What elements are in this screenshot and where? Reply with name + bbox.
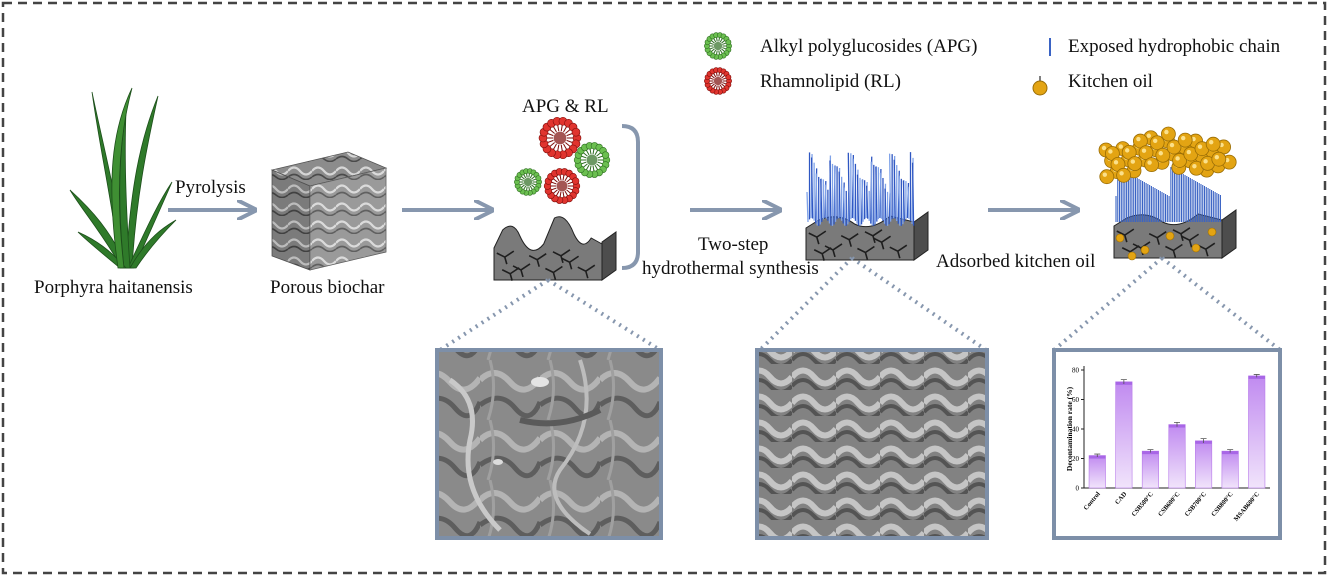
y-tick-label: 60	[1072, 396, 1080, 404]
rl-legend-icon	[704, 67, 732, 95]
error-bar	[1120, 379, 1127, 385]
sem-image-biochar	[435, 348, 663, 540]
modified-biochar-block	[805, 152, 929, 261]
bar-csb500-c	[1141, 450, 1159, 489]
bar-cap	[1221, 451, 1239, 455]
legend-rl-label: Rhamnolipid (RL)	[760, 71, 901, 92]
porous-biochar-cube	[270, 151, 388, 271]
error-bar	[1227, 449, 1234, 453]
bracket	[621, 124, 640, 270]
bar-cap	[1089, 455, 1106, 459]
bar-msab600-c	[1248, 375, 1266, 489]
y-tick-label: 20	[1072, 455, 1080, 463]
y-axis-label: Decontamination rate (%)	[1065, 386, 1074, 471]
y-tick-label: 0	[1076, 485, 1080, 493]
apg-rl-micelle-cluster	[514, 116, 611, 204]
legend-oil-label: Kitchen oil	[1068, 71, 1153, 92]
legend-apg-label: Alkyl polyglucosides (APG)	[760, 36, 978, 57]
error-bar	[1253, 374, 1260, 378]
bar-csb700-c	[1195, 440, 1213, 489]
pyrolysis-label: Pyrolysis	[175, 177, 246, 198]
bar-cap	[1142, 451, 1159, 455]
error-bar	[1147, 449, 1154, 453]
porphyra-plant-illustration	[69, 87, 177, 269]
error-bar	[1094, 453, 1101, 458]
error-bar	[1200, 438, 1207, 444]
y-tick-label: 80	[1072, 367, 1080, 375]
y-tick-label: 40	[1072, 426, 1080, 434]
adsorbed-oil-label: Adsorbed kitchen oil	[936, 251, 1096, 272]
bar-csb800-c	[1221, 450, 1239, 489]
callout-lines	[438, 256, 1282, 352]
bar-cad	[1115, 381, 1133, 489]
two-step-label: Two-step	[698, 234, 769, 255]
bar-control	[1088, 455, 1106, 489]
hydrothermal-label: hydrothermal synthesis	[642, 258, 819, 279]
bar-csb600-c	[1168, 424, 1186, 489]
plant-label: Porphyra haitanensis	[34, 277, 193, 298]
apg-rl-label: APG & RL	[522, 96, 609, 117]
apg-legend-icon	[704, 32, 732, 60]
oil-adsorbed-biochar-block	[1098, 126, 1237, 261]
bar-cap	[1248, 375, 1265, 379]
error-bar	[1174, 421, 1180, 427]
legend-chain-label: Exposed hydrophobic chain	[1068, 36, 1281, 57]
biochar-label: Porous biochar	[270, 277, 385, 298]
sem-image-modified-biochar	[755, 348, 989, 540]
oil-legend-icon	[1032, 76, 1048, 96]
biochar-substrate-block	[493, 216, 617, 281]
